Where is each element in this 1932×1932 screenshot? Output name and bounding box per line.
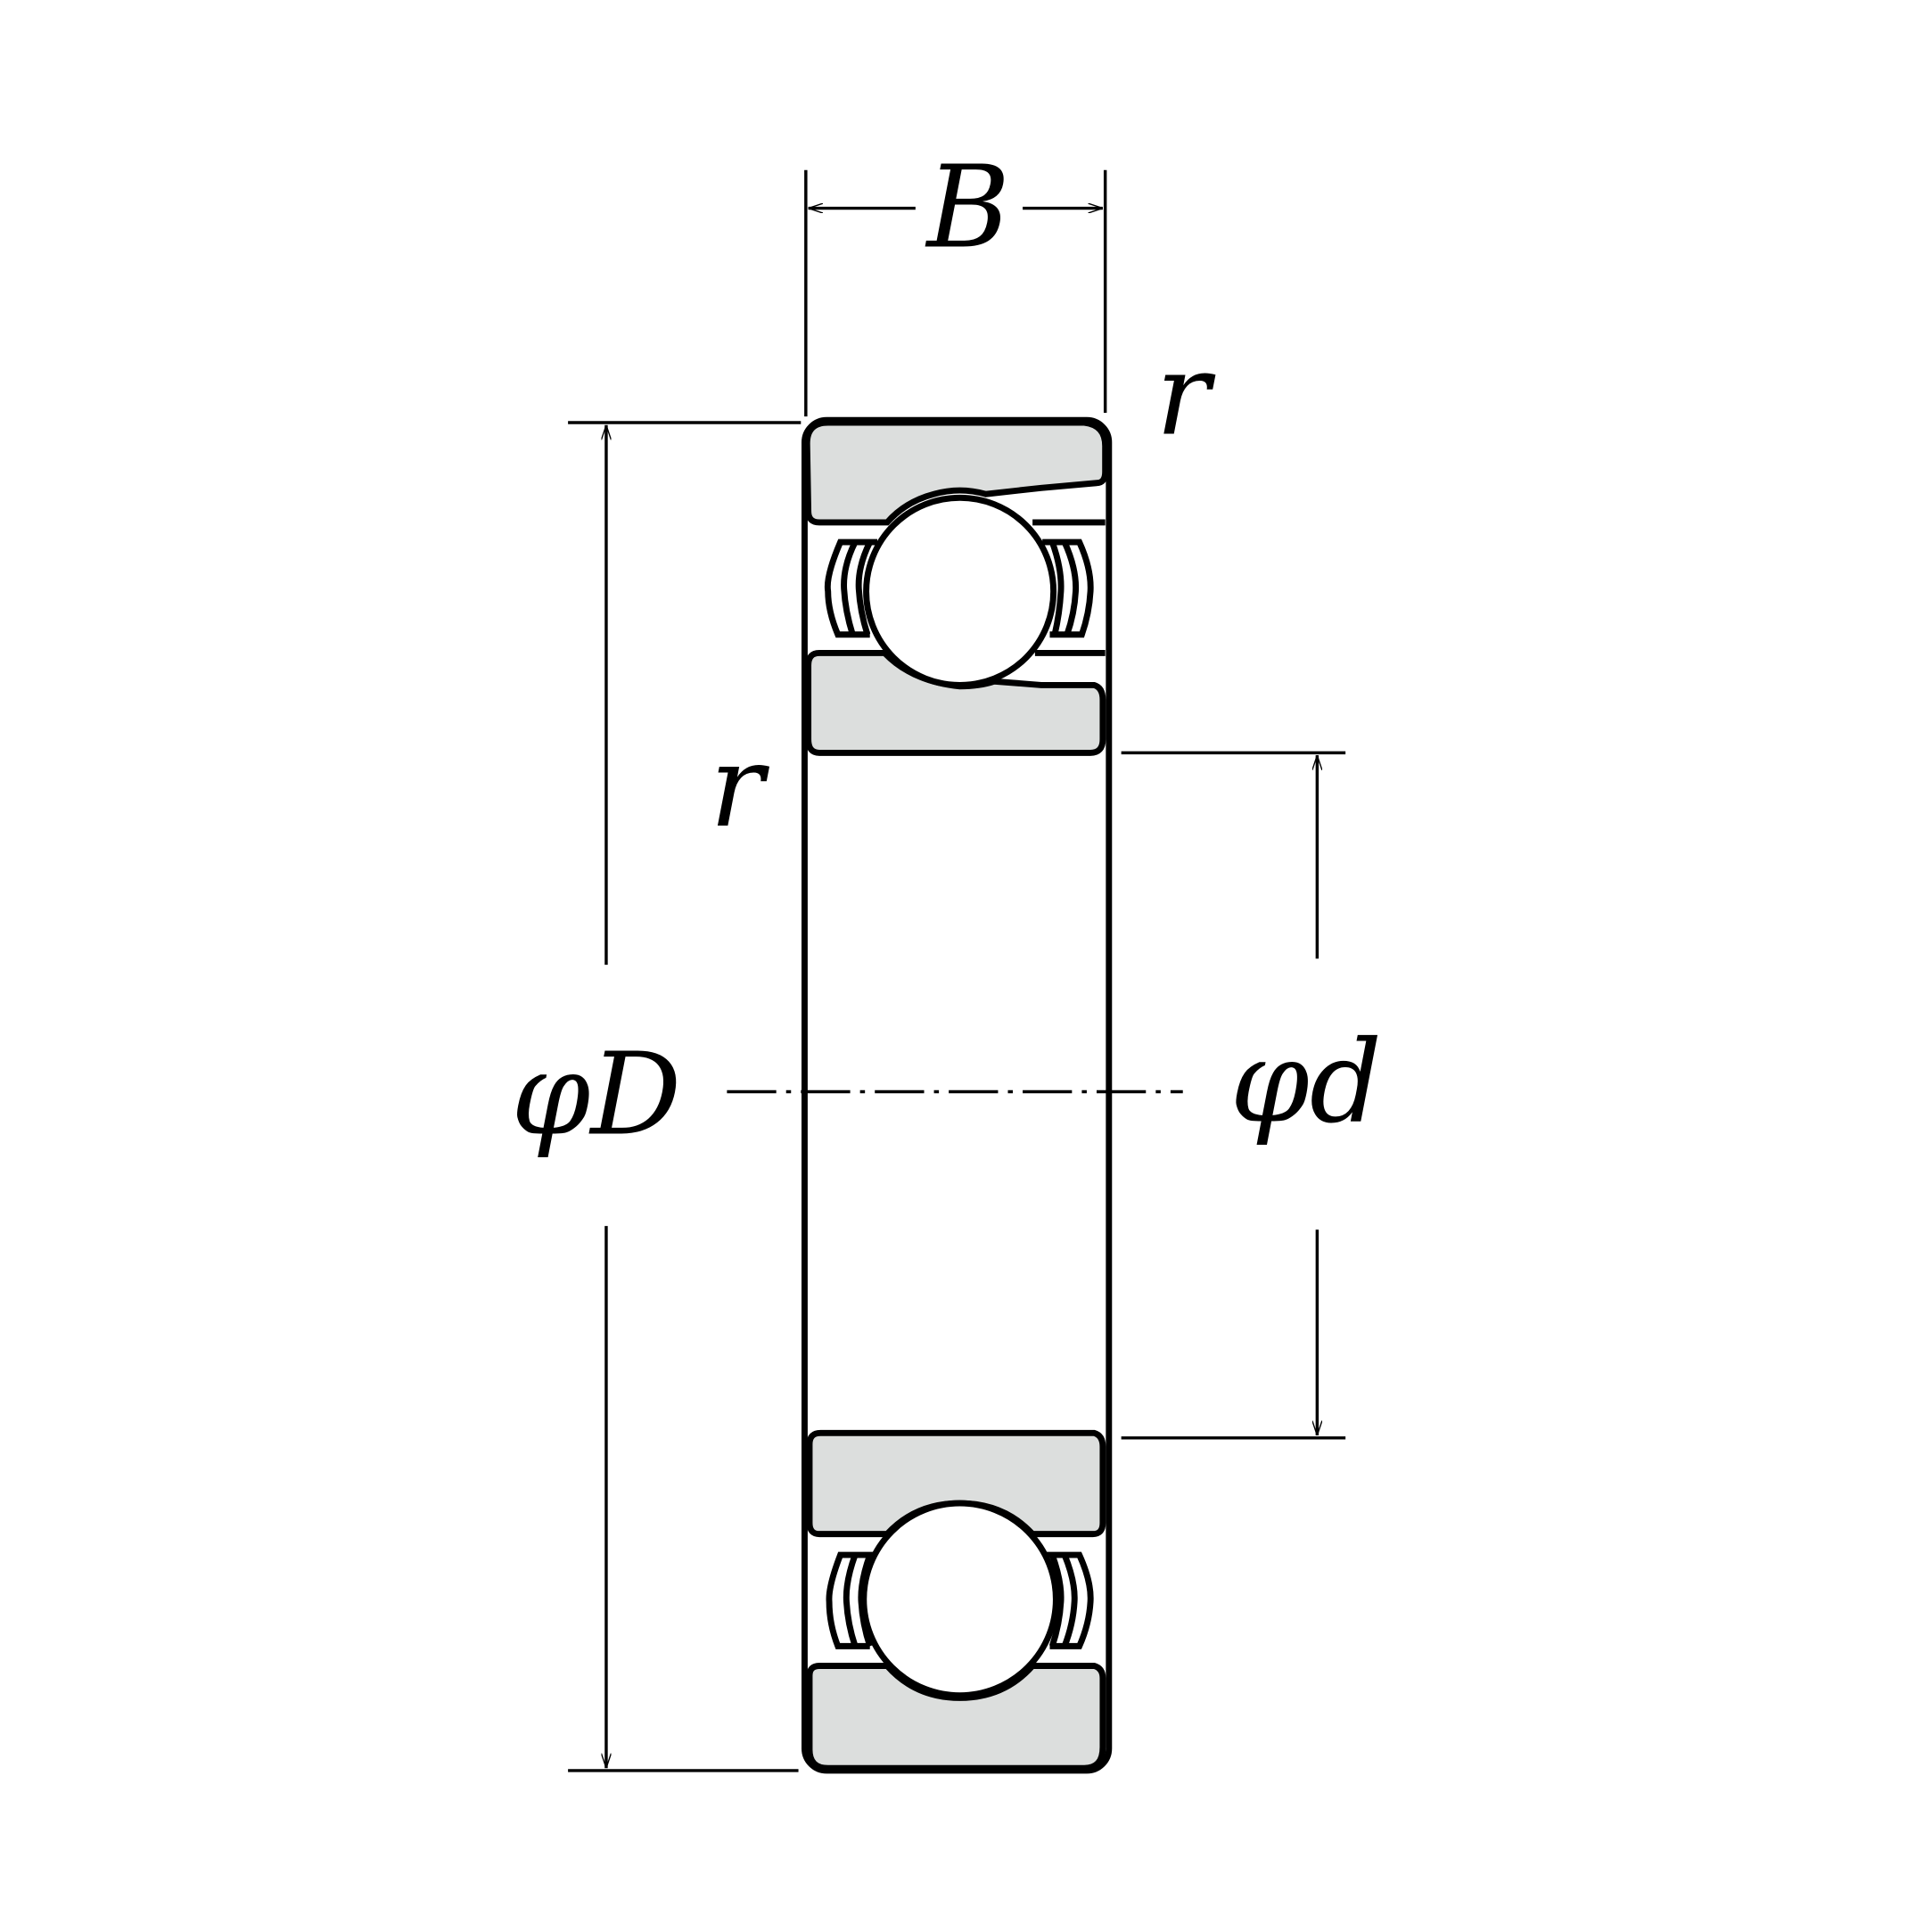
inner-ring-top (805, 650, 1106, 756)
inner-diameter-dimension: φd (1121, 751, 1382, 1440)
ball-bottom (860, 1500, 1059, 1699)
cage-left-bottom (826, 1551, 877, 1649)
outer-diameter-dimension: φD (511, 421, 802, 1772)
ball-top (863, 494, 1057, 688)
chamfer-label-top: r (1155, 328, 1216, 460)
bottom-section (806, 1429, 1106, 1772)
width-dimension: B (804, 141, 1107, 417)
width-label: B (925, 141, 1010, 273)
inner-diameter-label: φd (1230, 1016, 1382, 1148)
cage-left-top (824, 538, 877, 638)
top-section (803, 419, 1109, 756)
cage-right-bottom (1042, 1551, 1094, 1649)
cage-right-top (1042, 538, 1094, 638)
chamfer-label-inner: r (710, 720, 770, 852)
outer-ring-top (803, 419, 1109, 526)
outer-diameter-label: φD (511, 1028, 681, 1160)
